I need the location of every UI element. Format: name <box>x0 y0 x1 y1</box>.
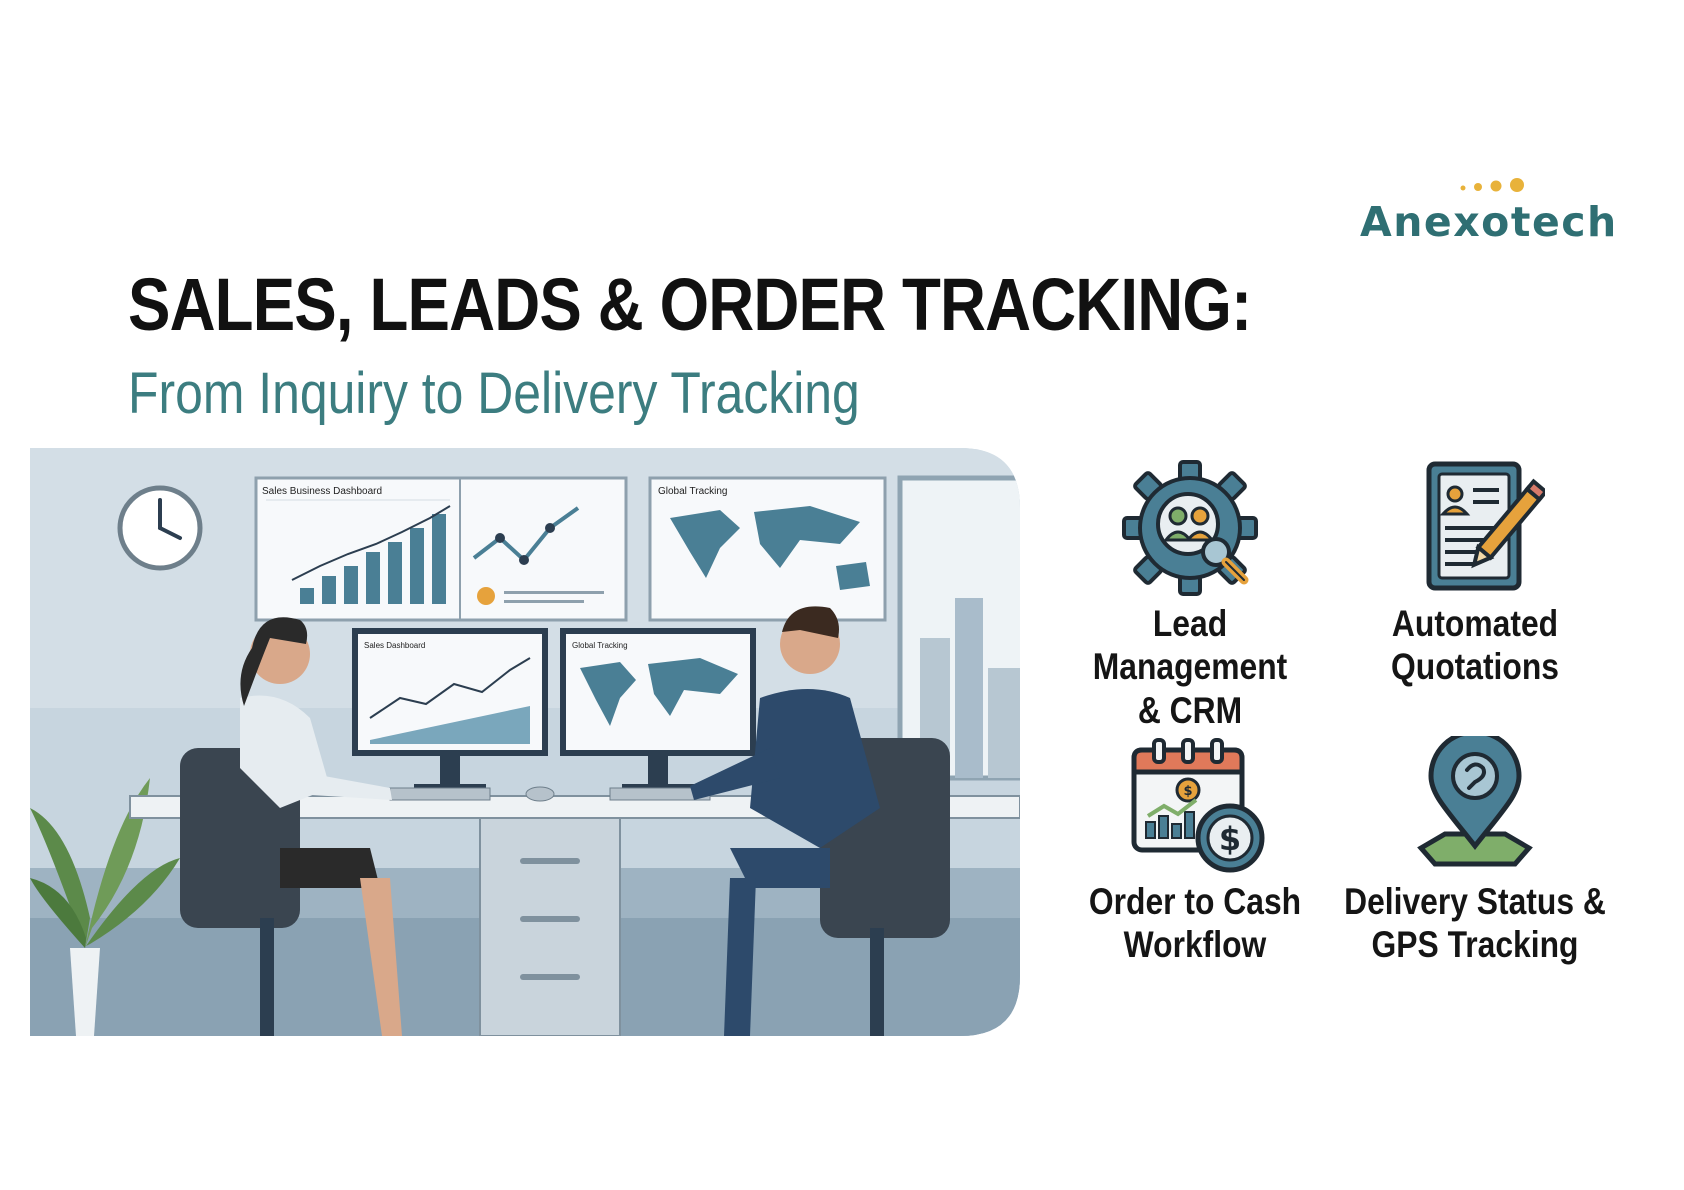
logo-dots-icon <box>1460 178 1524 192</box>
calendar-cash-icon: $ $ <box>1131 738 1265 873</box>
wall-screen-tracking-title: Global Tracking <box>658 486 727 497</box>
wall-screen-sales-title: Sales Business Dashboard <box>262 486 382 497</box>
feature-label-order-to-cash: Order to Cash Workflow <box>1088 881 1302 966</box>
feature-lead-management: Lead Management & CRM <box>1035 458 1345 732</box>
feature-order-to-cash: $ $ Order to Cash Workflow <box>1040 736 1350 967</box>
quotation-document-icon <box>1426 461 1545 591</box>
woman-figure <box>180 617 402 1036</box>
brand-logo: Anexotech <box>1360 176 1640 256</box>
feature-label-delivery-gps: Delivery Status & GPS Tracking <box>1344 881 1606 966</box>
man-figure <box>690 606 950 1036</box>
page-title: SALES, LEADS & ORDER TRACKING: <box>128 263 1252 346</box>
wall-screen-sales: Sales Business Dashboard <box>254 476 628 622</box>
feature-automated-quotations: Automated Quotations <box>1320 458 1630 689</box>
brand-name: Anexotech <box>1360 198 1618 246</box>
location-pin-icon <box>1417 736 1533 867</box>
feature-label-automated-quotations: Automated Quotations <box>1391 603 1559 688</box>
office-illustration: Sales Business Dashboard Global Tracking <box>30 448 1020 1036</box>
page-subtitle: From Inquiry to Delivery Tracking <box>128 361 860 426</box>
desk-monitor-sales: Sales Dashboard <box>352 628 548 792</box>
desk-monitor-tracking-title: Global Tracking <box>572 641 628 650</box>
gear-crm-icon <box>1122 460 1258 596</box>
desk-monitor-tracking: Global Tracking <box>560 628 756 792</box>
desk-monitor-sales-title: Sales Dashboard <box>364 641 425 650</box>
feature-label-lead-management: Lead Management & CRM <box>1092 603 1288 731</box>
wall-screen-tracking: Global Tracking <box>648 476 887 622</box>
potted-plant <box>30 778 180 1036</box>
wall-clock-icon <box>117 485 203 571</box>
office-window <box>897 475 1020 781</box>
feature-delivery-gps: Delivery Status & GPS Tracking <box>1320 736 1630 967</box>
svg-text:$: $ <box>1183 784 1192 799</box>
svg-text:$: $ <box>1219 820 1241 858</box>
